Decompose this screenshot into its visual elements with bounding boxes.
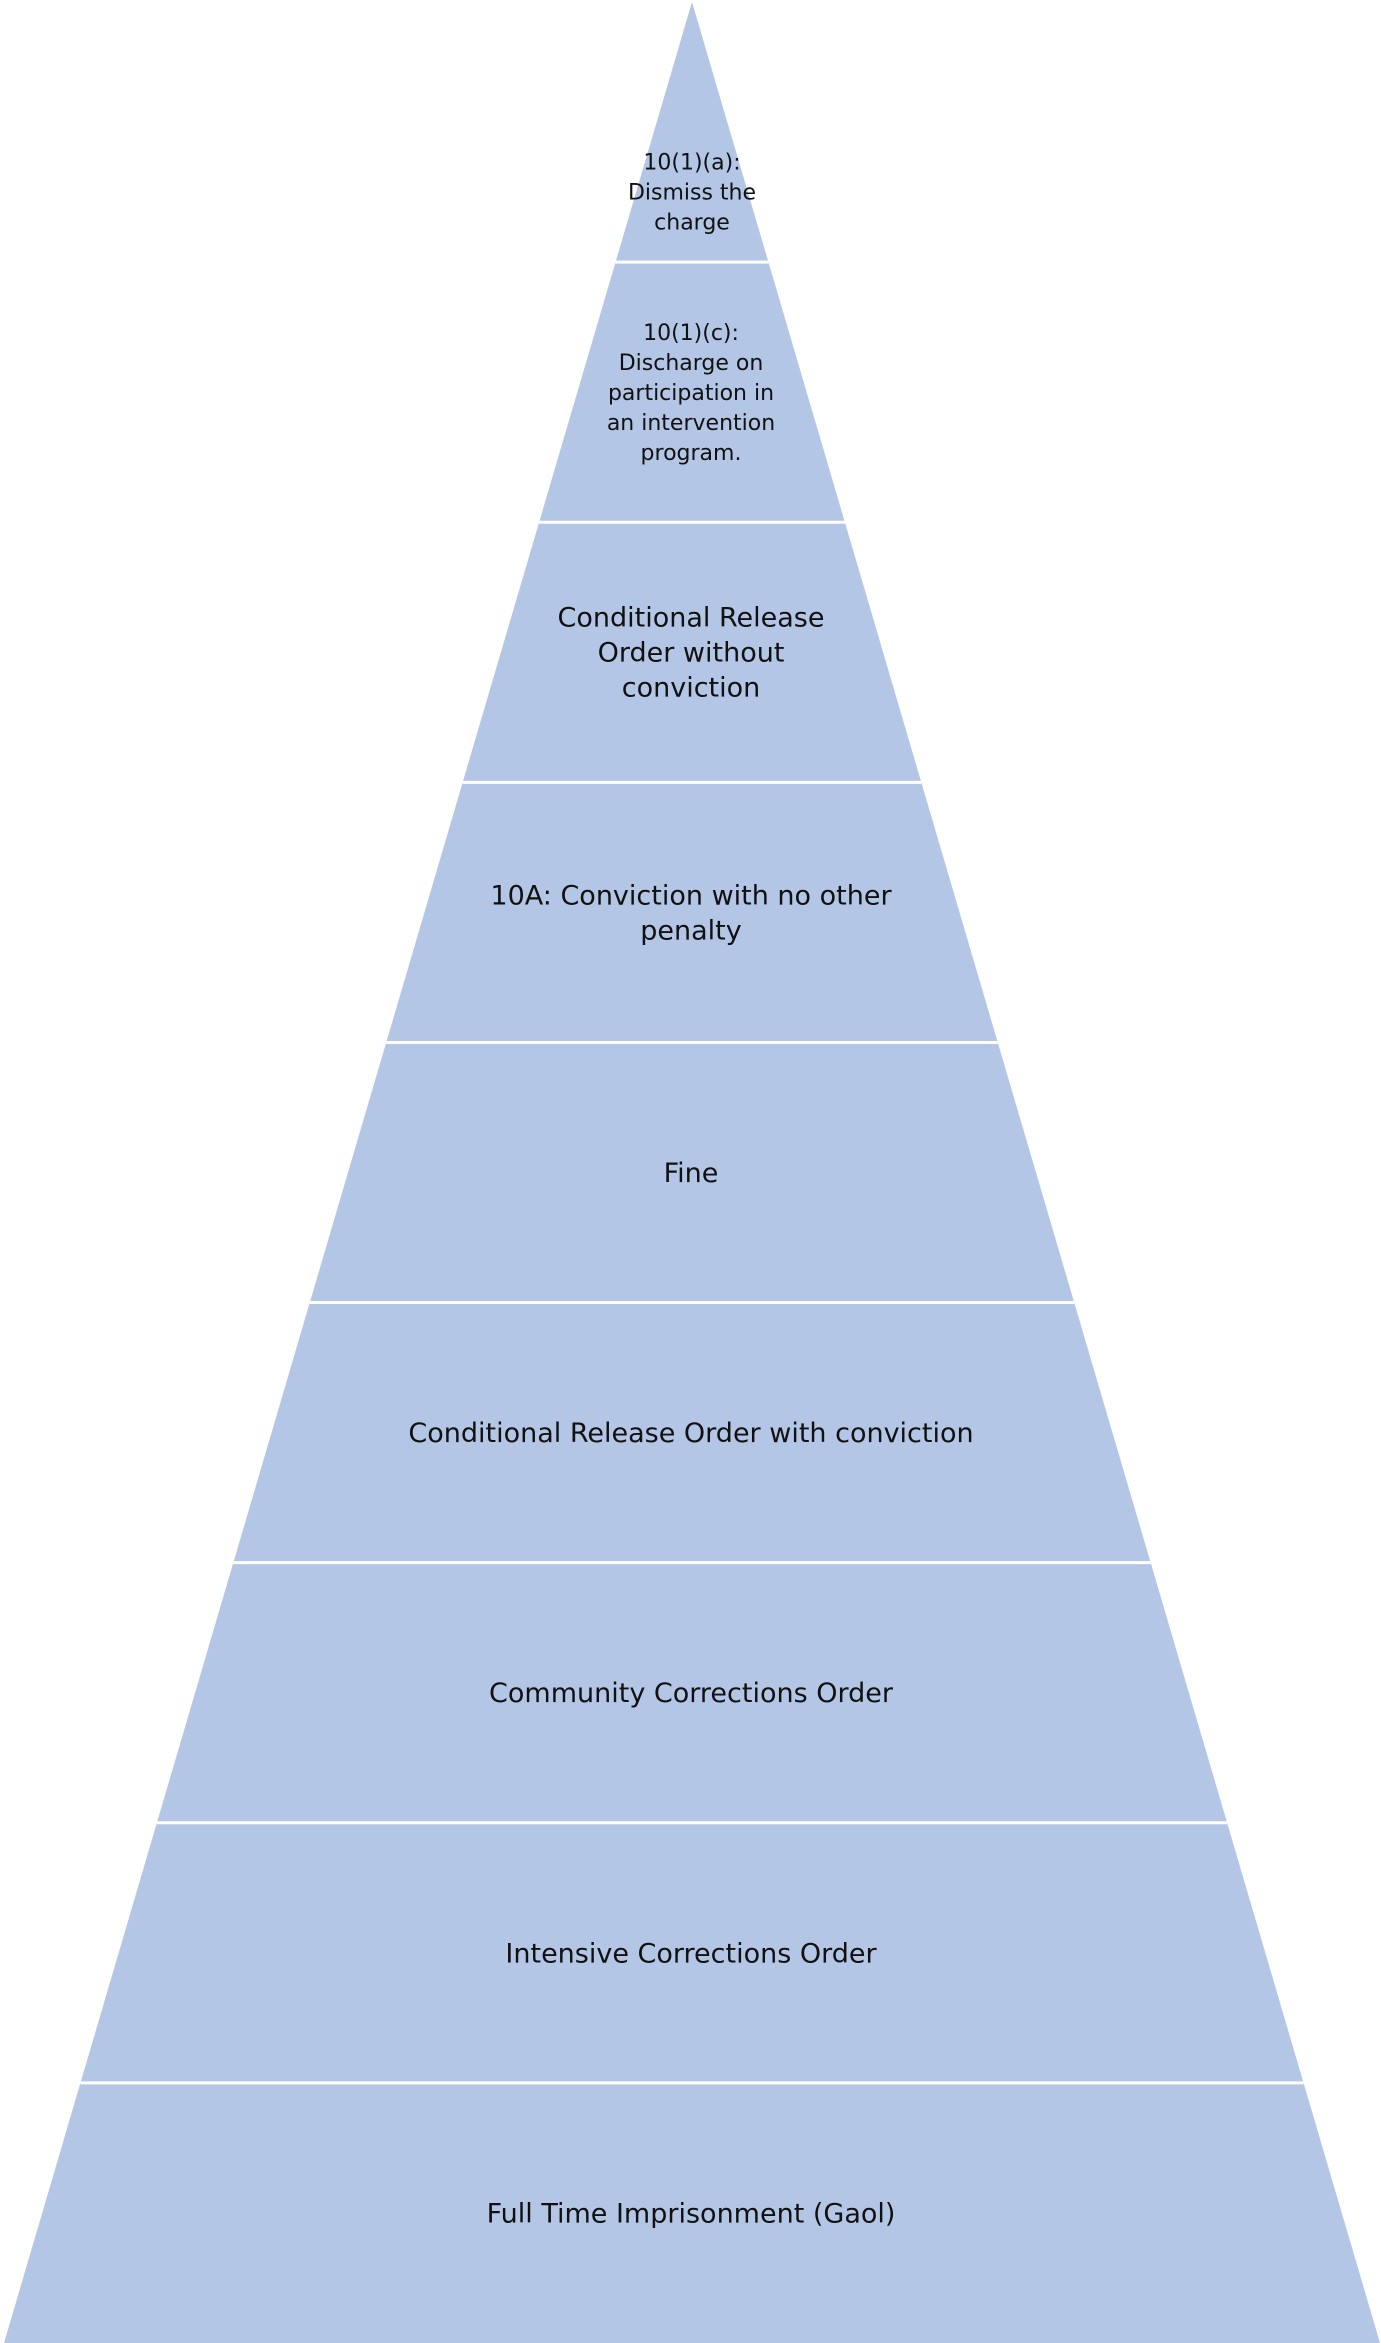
pyramid-tier-5: [309, 1042, 1075, 1303]
tier-label-line: Discharge on: [619, 351, 764, 376]
pyramid-tier-3: [462, 522, 922, 783]
tier-label-line: conviction: [622, 673, 761, 704]
pyramid-tier-8: [80, 1822, 1304, 2083]
tier-label-line: penalty: [640, 915, 741, 946]
tier-label-7: Community Corrections Order: [489, 1678, 894, 1709]
tier-label-line: 10(1)(c):: [643, 321, 739, 346]
tier-label-line: Conditional Release Order with convictio…: [408, 1418, 973, 1449]
tier-label-line: an intervention: [607, 411, 775, 436]
pyramid-tier-9: [4, 2082, 1380, 2343]
tier-label-line: Fine: [664, 1158, 719, 1189]
pyramid-labels: 10(1)(a): Dismiss the charge 10(1)(c): Disch…: [408, 151, 973, 2230]
tier-label-2: 10(1)(c): Discharge on participation in an …: [607, 321, 775, 466]
tier-label-1: 10(1)(a): Dismiss the charge: [628, 151, 756, 236]
tier-label-5: Fine: [664, 1158, 719, 1189]
tier-label-line: Conditional Release: [558, 603, 825, 634]
tier-label-line: Intensive Corrections Order: [505, 1938, 877, 1969]
tier-label-line: Dismiss the: [628, 181, 756, 206]
tier-label-line: charge: [654, 211, 730, 236]
tier-label-line: participation in: [608, 381, 774, 406]
tier-label-line: Order without: [598, 638, 785, 669]
pyramid-tier-2: [539, 262, 845, 523]
pyramid-tiers: [4, 2, 1380, 2343]
pyramid-tier-6: [233, 1302, 1151, 1563]
tier-label-9: Full Time Imprisonment (Gaol): [487, 2198, 896, 2229]
pyramid-tier-7: [156, 1562, 1228, 1823]
tier-label-line: Community Corrections Order: [489, 1678, 894, 1709]
tier-label-line: 10A: Conviction with no other: [490, 880, 892, 911]
pyramid-dividers: [80, 260, 1304, 2085]
tier-label-line: program.: [641, 441, 742, 466]
pyramid-tier-4: [386, 782, 998, 1043]
tier-label-6: Conditional Release Order with convictio…: [408, 1418, 973, 1449]
pyramid-tier-1: [615, 2, 769, 263]
tier-label-8: Intensive Corrections Order: [505, 1938, 877, 1969]
tier-label-4: 10A: Conviction with no other penalty: [490, 880, 892, 946]
tier-label-line: 10(1)(a):: [643, 151, 740, 176]
tier-label-line: Full Time Imprisonment (Gaol): [487, 2198, 896, 2229]
